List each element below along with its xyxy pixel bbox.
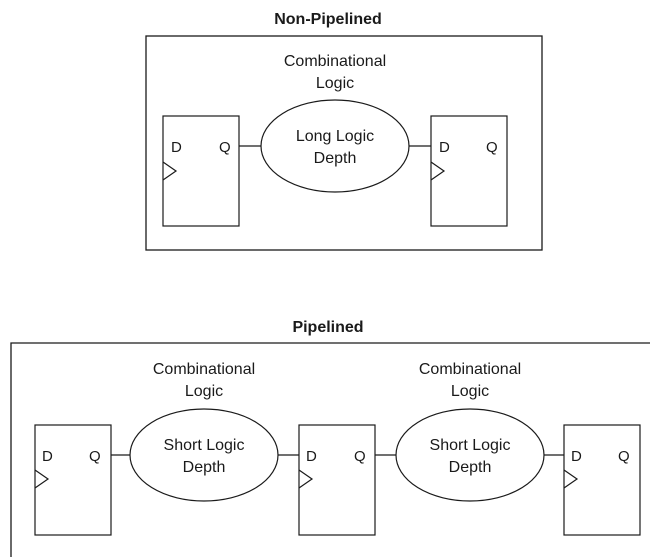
np-flip-flop-right: D Q bbox=[430, 115, 508, 227]
p-ff1-body bbox=[34, 424, 112, 536]
clock-icon bbox=[430, 161, 446, 181]
np-logic-line1: Long Logic bbox=[296, 128, 374, 145]
p-ff3-body bbox=[563, 424, 641, 536]
p-ff3-q: Q bbox=[618, 448, 630, 465]
pipelined-title: Pipelined bbox=[292, 319, 363, 336]
np-ff-right-body bbox=[430, 115, 508, 227]
np-flip-flop-left: D Q bbox=[162, 115, 240, 227]
p-ff3-d: D bbox=[571, 448, 582, 465]
np-ff-right-q: Q bbox=[486, 139, 498, 156]
p-stage2-comb-line1: Combinational bbox=[419, 361, 521, 378]
p-logic-ellipse-2: Short Logic Depth bbox=[395, 408, 545, 502]
p-ff1-q: Q bbox=[89, 448, 101, 465]
p-flip-flop-3: D Q bbox=[563, 424, 641, 536]
p-logic2-line2: Depth bbox=[449, 459, 492, 476]
p-logic2-shape bbox=[395, 408, 545, 502]
non-pipelined-frame bbox=[145, 35, 543, 251]
pipelined-frame bbox=[10, 342, 650, 557]
np-comb-label-line1: Combinational bbox=[284, 53, 386, 70]
p-ff2-d: D bbox=[306, 448, 317, 465]
p-ff2-q: Q bbox=[354, 448, 366, 465]
p-logic-ellipse-1: Short Logic Depth bbox=[129, 408, 279, 502]
np-logic-line2: Depth bbox=[314, 150, 357, 167]
p-logic1-line2: Depth bbox=[183, 459, 226, 476]
clock-icon bbox=[162, 161, 178, 181]
non-pipelined-title: Non-Pipelined bbox=[274, 11, 382, 28]
p-flip-flop-2: D Q bbox=[298, 424, 376, 536]
np-ff-left-body bbox=[162, 115, 240, 227]
p-ff2-body bbox=[298, 424, 376, 536]
clock-icon bbox=[563, 469, 579, 489]
p-ff1-d: D bbox=[42, 448, 53, 465]
p-stage1-comb-line2: Logic bbox=[185, 383, 223, 400]
clock-icon bbox=[34, 469, 50, 489]
np-ff-right-d: D bbox=[439, 139, 450, 156]
p-logic1-shape bbox=[129, 408, 279, 502]
np-logic-shape bbox=[260, 99, 410, 193]
np-ff-left-d: D bbox=[171, 139, 182, 156]
np-comb-label-line2: Logic bbox=[316, 75, 354, 92]
p-flip-flop-1: D Q bbox=[34, 424, 112, 536]
clock-icon bbox=[298, 469, 314, 489]
p-logic1-line1: Short Logic bbox=[164, 437, 245, 454]
p-stage1-comb-line1: Combinational bbox=[153, 361, 255, 378]
np-ff-left-q: Q bbox=[219, 139, 231, 156]
p-logic2-line1: Short Logic bbox=[430, 437, 511, 454]
p-stage2-comb-line2: Logic bbox=[451, 383, 489, 400]
np-logic-ellipse: Long Logic Depth bbox=[260, 99, 410, 193]
